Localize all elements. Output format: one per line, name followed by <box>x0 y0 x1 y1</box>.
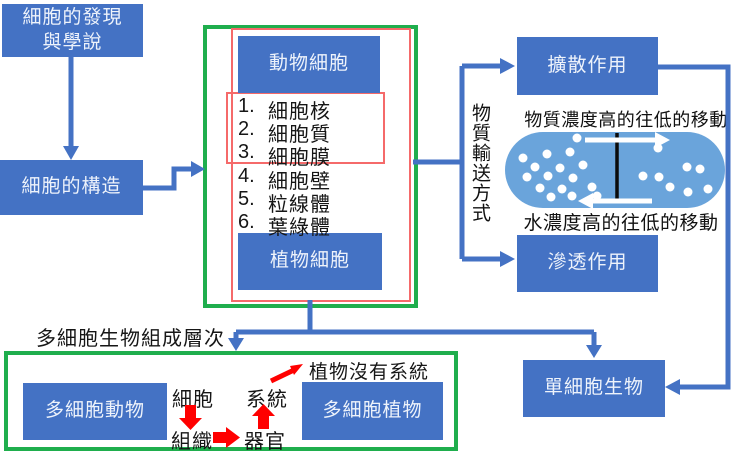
node-label: 細胞的發現 與學說 <box>22 6 123 53</box>
organelle-item: 5.粒線體 <box>238 188 331 216</box>
node-label: 植物細胞 <box>269 250 350 272</box>
organelle-item: 6.葉綠體 <box>238 211 331 239</box>
particle-dot <box>578 160 588 170</box>
organelle-outer-red-frame <box>231 28 411 302</box>
particle-dot <box>572 133 582 143</box>
particle-dot <box>703 184 713 194</box>
node-animal-cell: 動物細胞 <box>238 36 380 93</box>
node-unicellular-organism: 單細胞生物 <box>523 360 665 417</box>
particle-dot <box>568 173 578 183</box>
particle-dot <box>592 191 602 201</box>
organelle-item: 1.細胞核 <box>238 95 331 123</box>
particle-dot <box>638 171 648 181</box>
node-diffusion: 擴散作用 <box>517 37 658 95</box>
organelle-item: 3.細胞膜 <box>238 141 331 169</box>
particle-dot <box>557 184 567 194</box>
particle-dot <box>543 171 553 181</box>
solute-movement-caption: 物質濃度高的往低的移動 <box>524 110 728 130</box>
particle-dot <box>522 172 532 182</box>
particle-dot <box>555 163 565 173</box>
particle-dot <box>682 162 692 172</box>
particle-dot <box>653 143 663 153</box>
node-label: 多細胞植物 <box>322 399 423 421</box>
particle-dot <box>546 192 556 202</box>
tissue-level-label: 組織 <box>171 431 213 453</box>
particle-dot <box>695 164 705 174</box>
node-multicellular-animal: 多細胞動物 <box>23 383 167 440</box>
levels-section-label: 多細胞生物組成層次 <box>36 328 225 350</box>
particle-dot <box>683 187 693 197</box>
node-osmosis: 滲透作用 <box>517 235 658 292</box>
particle-dot <box>567 191 577 201</box>
node-cell-structure: 細胞的構造 <box>0 160 143 215</box>
node-label: 擴散作用 <box>547 54 628 76</box>
particle-dot <box>542 149 552 159</box>
particle-dot <box>535 183 545 193</box>
particle-dot <box>587 182 597 192</box>
node-label: 動物細胞 <box>268 53 349 75</box>
transport-method-vertical-label: 物質輸送方式 <box>469 103 490 223</box>
particle-dot <box>665 182 675 192</box>
system-level-label: 系統 <box>246 389 288 411</box>
node-cell-discovery: 細胞的發現 與學說 <box>2 4 143 57</box>
particle-dot <box>530 162 540 172</box>
organelle-item: 2.細胞質 <box>238 118 331 146</box>
organelle-item: 4.細胞壁 <box>238 165 331 193</box>
node-plant-cell: 植物細胞 <box>238 233 382 290</box>
particle-dot <box>565 147 575 157</box>
node-multicellular-plant: 多細胞植物 <box>302 382 443 440</box>
water-movement-caption: 水濃度高的往低的移動 <box>523 213 719 234</box>
multicellular-levels-group-box <box>4 351 458 451</box>
organelle-1-3-red-frame <box>226 92 385 164</box>
node-label: 滲透作用 <box>547 252 628 274</box>
organ-level-label: 器官 <box>244 431 286 453</box>
node-label: 多細胞動物 <box>44 400 145 422</box>
node-label: 細胞的構造 <box>21 176 122 198</box>
particle-dot <box>518 153 528 163</box>
particle-dot <box>654 172 664 182</box>
plant-no-system-note: 植物沒有系統 <box>309 362 430 383</box>
node-label: 單細胞生物 <box>543 377 644 399</box>
cell-level-label: 細胞 <box>172 389 214 411</box>
